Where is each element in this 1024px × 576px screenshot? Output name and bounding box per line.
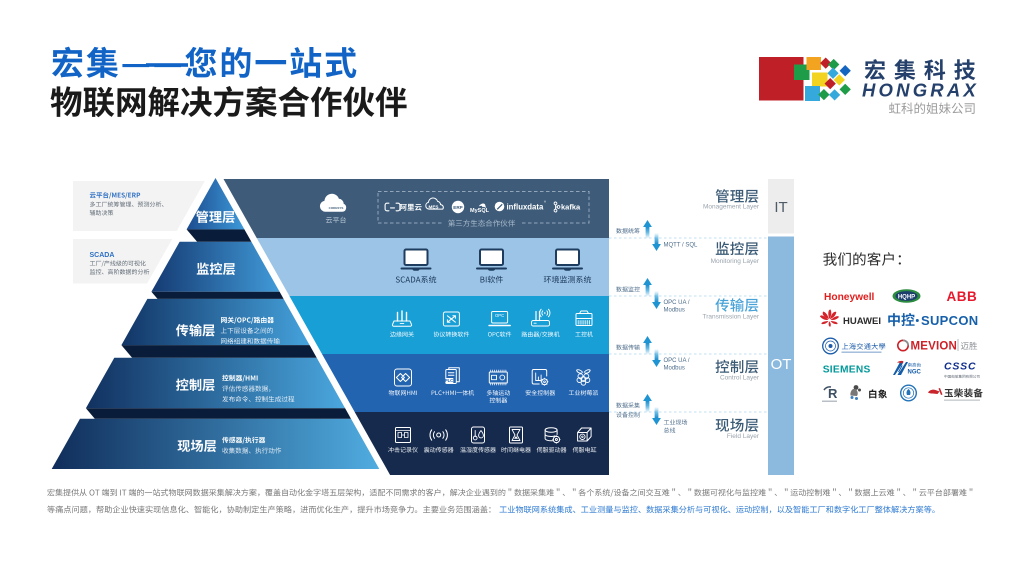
svg-text:Control Layer: Control Layer	[720, 375, 760, 382]
svg-text:Transmission Layer: Transmission Layer	[703, 314, 760, 321]
svg-text:CODESYS: CODESYS	[329, 206, 344, 210]
svg-text:OPC UA /: OPC UA /	[664, 300, 690, 306]
svg-text:MES: MES	[429, 204, 439, 209]
svg-text:MQTT / SQL: MQTT / SQL	[664, 243, 699, 249]
svg-text:CSSC: CSSC	[944, 361, 976, 373]
svg-text:Modbus: Modbus	[664, 308, 685, 314]
svg-text:R: R	[828, 386, 838, 401]
svg-text:ERP: ERP	[453, 205, 462, 210]
svg-text:OPC UA /: OPC UA /	[664, 358, 690, 364]
svg-text:Modbus: Modbus	[664, 366, 685, 372]
svg-text:Monagement Layer: Monagement Layer	[703, 204, 760, 211]
svg-text:HQHP: HQHP	[898, 294, 915, 300]
svg-text:Monitoring Layer: Monitoring Layer	[711, 258, 760, 265]
svg-text:PLC: PLC	[445, 378, 453, 383]
svg-text:IT: IT	[774, 199, 787, 216]
svg-text:influxdata: influxdata	[507, 203, 544, 212]
svg-text:NGC: NGC	[908, 370, 922, 376]
svg-text:MySQL: MySQL	[470, 208, 490, 214]
svg-text:Field Layer: Field Layer	[727, 433, 760, 440]
svg-text:OPC: OPC	[495, 313, 504, 318]
svg-text:HUAWEI: HUAWEI	[843, 316, 881, 327]
svg-text:°: °	[544, 201, 546, 207]
svg-text:Honeywell: Honeywell	[824, 292, 875, 303]
svg-text:SUPCON: SUPCON	[921, 313, 978, 328]
svg-text:MEVION: MEVION	[911, 341, 958, 353]
svg-text:HONGRAX: HONGRAX	[862, 80, 979, 101]
svg-text:OT: OT	[771, 356, 792, 373]
svg-text:kafka: kafka	[561, 203, 581, 212]
svg-text:SIEMENS: SIEMENS	[823, 364, 871, 375]
svg-text:ABB: ABB	[947, 289, 978, 304]
svg-text:SCADA: SCADA	[90, 252, 115, 259]
